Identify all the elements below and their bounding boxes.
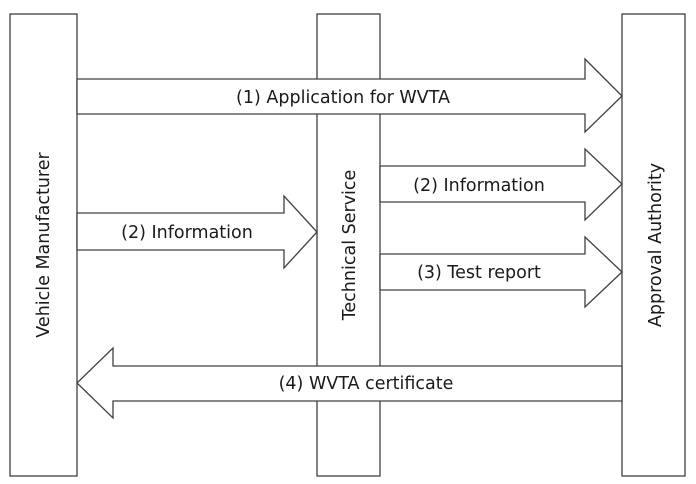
information-to-technical-service-label: (2) Information [121,223,253,243]
test-report-arrow [379,235,623,309]
approval-authority-label: Approval Authority [646,163,666,327]
application-arrow [76,57,623,134]
certificate-label: (4) WVTA certificate [279,374,454,394]
information-to-technical-service-arrow [76,194,318,270]
vehicle-manufacturer-lane [9,13,78,477]
information-to-approval-authority-label: (2) Information [413,176,545,196]
application-arrow-label: (1) Application for WVTA [236,88,450,108]
certificate-arrow [76,346,623,420]
information-to-approval-authority-arrow [379,147,623,222]
vehicle-manufacturer-label: Vehicle Manufacturer [34,152,54,338]
technical-service-label: Technical Service [340,170,360,322]
approval-authority-lane [621,13,686,477]
test-report-label: (3) Test report [417,263,541,283]
